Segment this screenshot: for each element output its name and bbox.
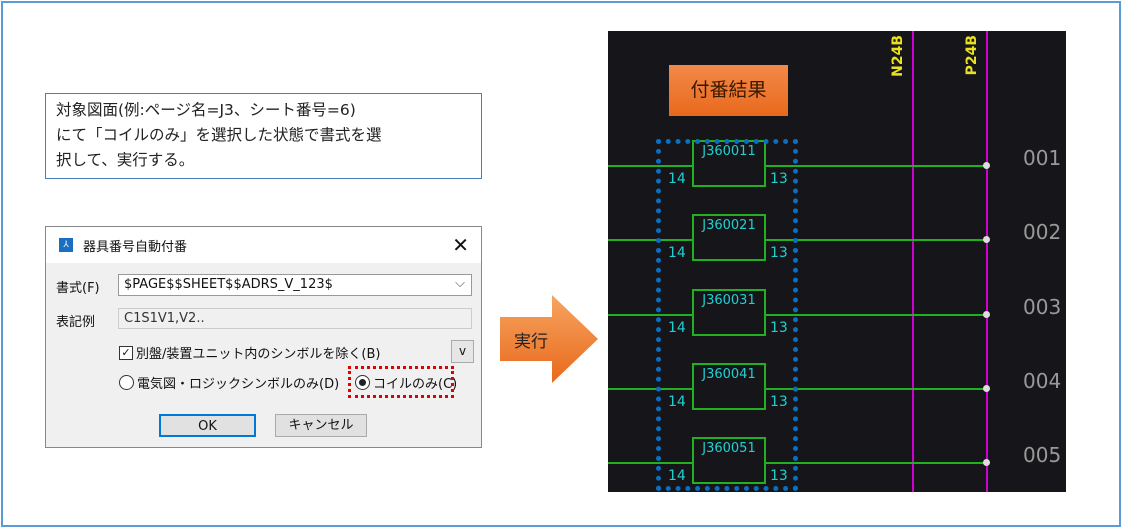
junction-node [983,310,990,318]
note-line: 対象図面(例:ページ名=J3、シート番号=6) [56,101,356,119]
radio-icon[interactable] [119,375,134,390]
exclude-label: 別盤/装置ユニット内のシンボルを除く(B) [136,347,381,362]
coil-id: J360041 [702,366,756,382]
arrow-right-icon [500,295,598,383]
coil-symbol[interactable]: J360031 [692,288,766,336]
coil-id: J360021 [702,218,756,234]
result-label: 付番結果 [669,65,788,116]
instruction-note: 対象図面(例:ページ名=J3、シート番号=6) にて「コイルのみ」を選択した状態… [45,93,482,179]
pin-left: 14 [668,319,686,336]
radio-coil-only[interactable]: コイルのみ(C) [355,373,457,392]
bus-label: P24B [964,35,980,76]
wire [608,462,692,465]
junction-node [983,236,990,244]
pin-left: 14 [668,245,686,262]
coil-id: J360011 [702,144,756,159]
wire [608,165,692,167]
radio-selected-icon[interactable] [355,375,370,390]
coil-row: J360041 14 13 004 [608,362,1066,424]
line-number: 005 [1023,443,1062,468]
pin-right: 13 [770,393,788,410]
format-label: 書式(F) [56,281,100,296]
pin-right: 13 [770,319,788,336]
wire [766,239,987,242]
execute-arrow: 実行 [500,295,598,383]
radio-electric-logic[interactable]: 電気図・ロジックシンボルのみ(D) [119,373,339,392]
pin-left: 14 [668,468,686,485]
pin-left: 14 [668,393,686,410]
bus-label: N24B [890,35,906,77]
junction-node [983,459,990,467]
example-field: C1S1V1,V2.. [118,308,472,329]
dialog-titlebar: ⅄ 器具番号自動付番 ✕ [46,227,481,263]
example-label: 表記例 [56,315,96,330]
pin-right: 13 [770,468,788,485]
pin-right: 13 [770,171,788,187]
wire [766,165,987,167]
line-number: 004 [1023,368,1062,393]
wire [608,239,692,242]
pin-left: 14 [668,171,686,187]
execute-label: 実行 [514,332,548,352]
highlight-box [348,366,454,398]
wire [608,313,692,316]
pin-right: 13 [770,245,788,262]
coil-row: J360011 14 13 001 [608,140,1066,201]
wire [766,313,987,316]
radio-label: コイルのみ(C) [373,377,458,392]
coil-row: J360021 14 13 002 [608,214,1066,275]
checkbox-checked-icon[interactable]: ✓ [119,345,133,360]
coil-row: J360031 14 13 003 [608,288,1066,350]
line-number: 001 [1023,146,1062,170]
cad-drawing: 付番結果 N24B P24B J360011 14 13 001 J360021… [608,31,1066,492]
coil-id: J360051 [702,441,756,457]
coil-id: J360031 [702,292,756,308]
note-line: 択して、実行する。 [56,151,195,169]
dialog-title: 器具番号自動付番 [83,239,188,255]
v-button[interactable]: v [451,340,474,363]
coil-symbol[interactable]: J360021 [692,214,766,262]
junction-node [983,384,990,392]
wire [608,387,692,390]
bus-line-n24b [912,31,914,492]
junction-node [983,162,990,169]
close-icon[interactable]: ✕ [452,233,469,257]
radio-label: 電気図・ロジックシンボルのみ(D) [137,377,340,392]
bus-line-p24b [986,31,988,492]
app-icon: ⅄ [59,238,73,252]
format-value: $PAGE$$SHEET$$ADRS_V_123$ [124,277,333,292]
chevron-down-icon[interactable]: ⌵ [455,276,465,291]
line-number: 002 [1023,220,1062,245]
auto-numbering-dialog: ⅄ 器具番号自動付番 ✕ 書式(F) $PAGE$$SHEET$$ADRS_V_… [45,226,482,448]
selection-box [656,139,798,491]
coil-symbol[interactable]: J360051 [692,437,766,485]
ok-button[interactable]: OK [159,414,256,437]
wire [766,387,987,390]
wire [766,462,987,465]
cancel-button[interactable]: キャンセル [275,414,367,437]
exclude-checkbox[interactable]: ✓別盤/装置ユニット内のシンボルを除く(B) [119,343,380,362]
line-number: 003 [1023,294,1062,319]
coil-row: J360051 14 13 005 [608,437,1066,492]
format-combobox[interactable]: $PAGE$$SHEET$$ADRS_V_123$ ⌵ [118,274,472,296]
coil-symbol[interactable]: J360041 [692,362,766,410]
note-line: にて「コイルのみ」を選択した状態で書式を選 [56,126,382,144]
